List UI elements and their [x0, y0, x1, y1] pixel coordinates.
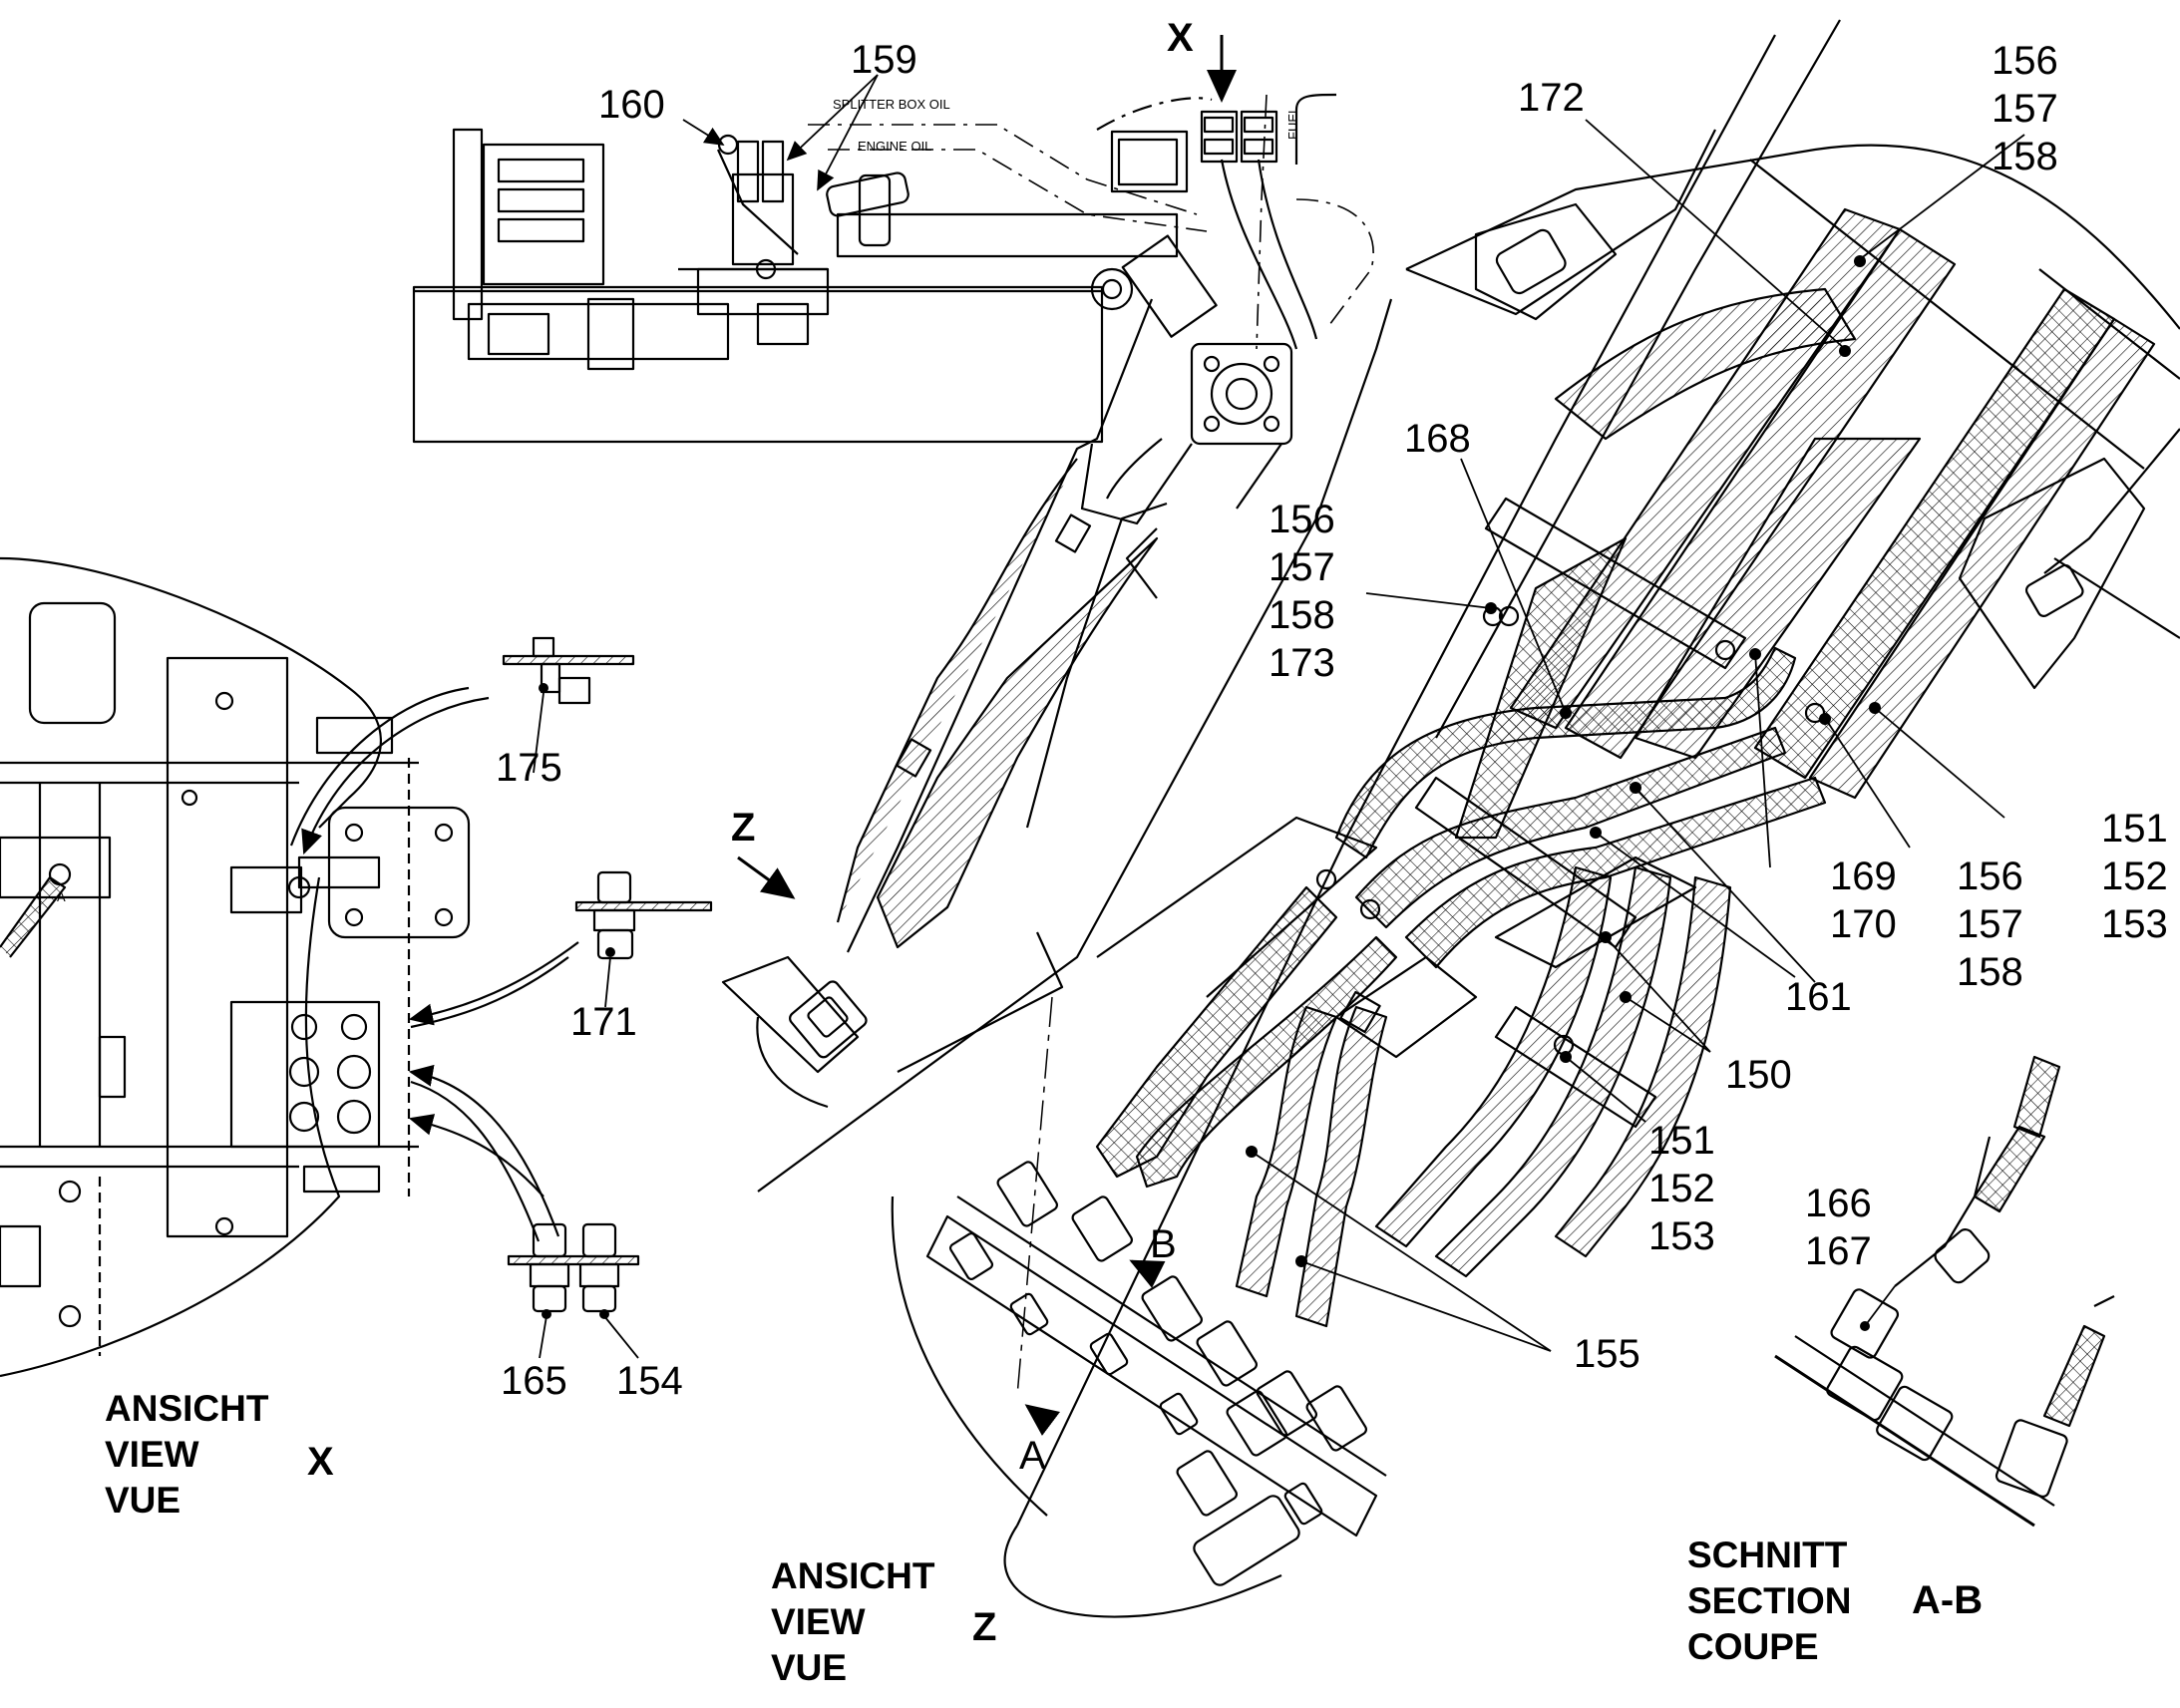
section-a-b	[1774, 1055, 2115, 1528]
leader-lines	[533, 74, 2025, 1359]
caption-section-letter: A-B	[1912, 1578, 1984, 1622]
part-172: 172	[1518, 76, 1585, 120]
part-159: 159	[851, 38, 917, 82]
callout-arrow-175	[301, 696, 490, 855]
engine-oil-text: ENGINE OIL	[858, 139, 932, 154]
main-housing	[891, 19, 2180, 1618]
part-161: 161	[1785, 975, 1852, 1019]
a-small-mark: A	[57, 889, 66, 904]
part-165: 165	[501, 1359, 567, 1403]
marker-a: A	[1019, 1434, 1046, 1478]
view-x-panel	[0, 556, 471, 1378]
port-nuts	[288, 1013, 372, 1135]
fitting-171	[574, 870, 713, 960]
part-160: 160	[598, 83, 665, 127]
leader-dots	[539, 255, 1881, 1331]
splitter-box-oil-text: SPLITTER BOX OIL	[833, 97, 950, 112]
fuel-text: FUEL	[1285, 106, 1300, 140]
fitting-165-154	[507, 1222, 640, 1313]
view-z-arrow	[737, 855, 796, 899]
part-171: 171	[570, 1000, 637, 1044]
part-155: 155	[1574, 1332, 1640, 1376]
part-168: 168	[1404, 417, 1471, 461]
part-154: 154	[616, 1359, 683, 1403]
boom-left	[721, 298, 1393, 1193]
caption-view-x-letter: X	[307, 1440, 334, 1484]
fitting-175	[502, 636, 635, 705]
caption-view-z-letter: Z	[972, 1605, 997, 1649]
marker-b: B	[1150, 1222, 1177, 1266]
b-arrow	[1129, 1259, 1166, 1288]
part-150: 150	[1725, 1053, 1792, 1097]
a-arrow	[1024, 1404, 1060, 1436]
marker-x: X	[1167, 16, 1194, 60]
marker-z: Z	[731, 806, 756, 850]
top-assembly	[412, 93, 1374, 525]
part-175: 175	[496, 746, 562, 790]
